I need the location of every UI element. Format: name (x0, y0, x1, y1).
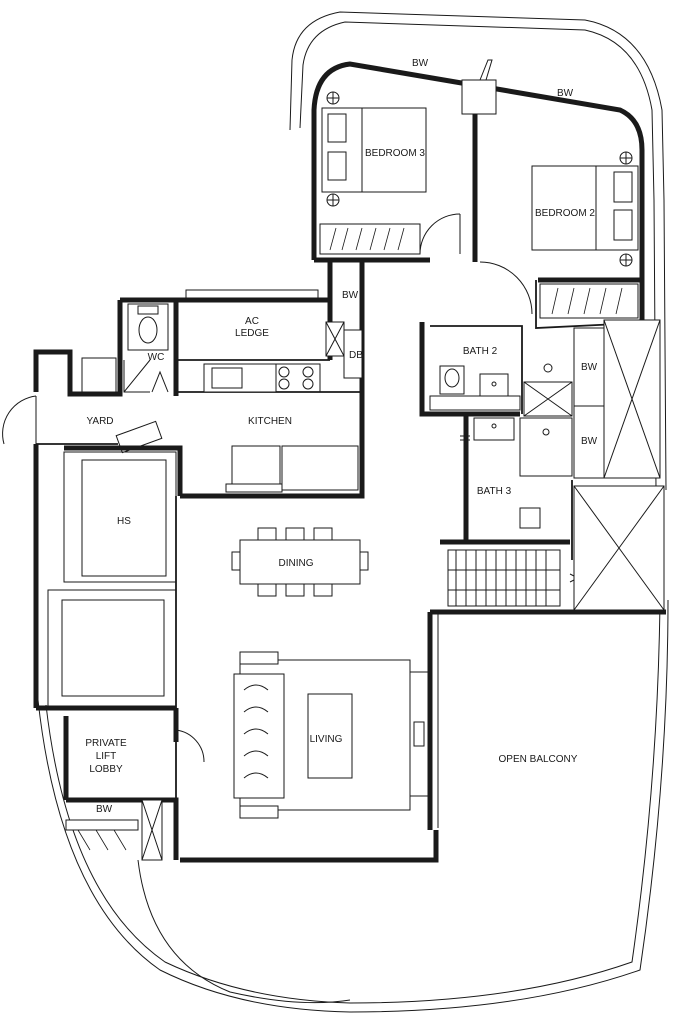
hs-lift-core (33, 444, 205, 861)
label-open-balcony: OPEN BALCONY (499, 754, 578, 765)
kitchen-zone (33, 262, 365, 499)
label-bw-top-right: BW (557, 88, 574, 99)
label-bw-bath-lower: BW (581, 436, 598, 447)
structural-column (461, 79, 497, 115)
label-ac-ledge-line1: AC (245, 316, 259, 327)
label-db: DB (349, 350, 363, 361)
outer-facade (37, 11, 669, 1013)
label-bw-kitchen: BW (342, 290, 359, 301)
room-labels: BW BW BEDROOM 3 BEDROOM 2 BW AC LEDGE WC… (85, 58, 597, 815)
label-bw-top-left: BW (412, 58, 429, 69)
label-wc: WC (148, 352, 165, 363)
label-bath3: BATH 3 (477, 486, 512, 497)
label-hs: HS (117, 516, 131, 527)
bedroom-wing (311, 59, 661, 329)
label-lobby-line3: LOBBY (89, 764, 123, 775)
label-lobby-line1: PRIVATE (85, 738, 127, 749)
label-yard: YARD (86, 416, 113, 427)
living-dining-zone (175, 496, 439, 863)
label-bw-lobby: BW (96, 804, 113, 815)
yard-area (2, 357, 163, 454)
bedroom2-furniture (479, 151, 639, 319)
label-living: LIVING (310, 734, 343, 745)
bath-zone (419, 319, 661, 560)
label-bedroom3: BEDROOM 3 (365, 148, 425, 159)
label-bw-bath-upper: BW (581, 362, 598, 373)
label-dining: DINING (279, 558, 314, 569)
stair-zone (430, 485, 666, 615)
label-kitchen: KITCHEN (248, 416, 292, 427)
label-bedroom2: BEDROOM 2 (535, 208, 595, 219)
label-lobby-line2: LIFT (96, 751, 117, 762)
bedroom3-furniture (319, 91, 461, 255)
label-ac-ledge-line2: LEDGE (235, 328, 269, 339)
label-bath2: BATH 2 (463, 346, 498, 357)
